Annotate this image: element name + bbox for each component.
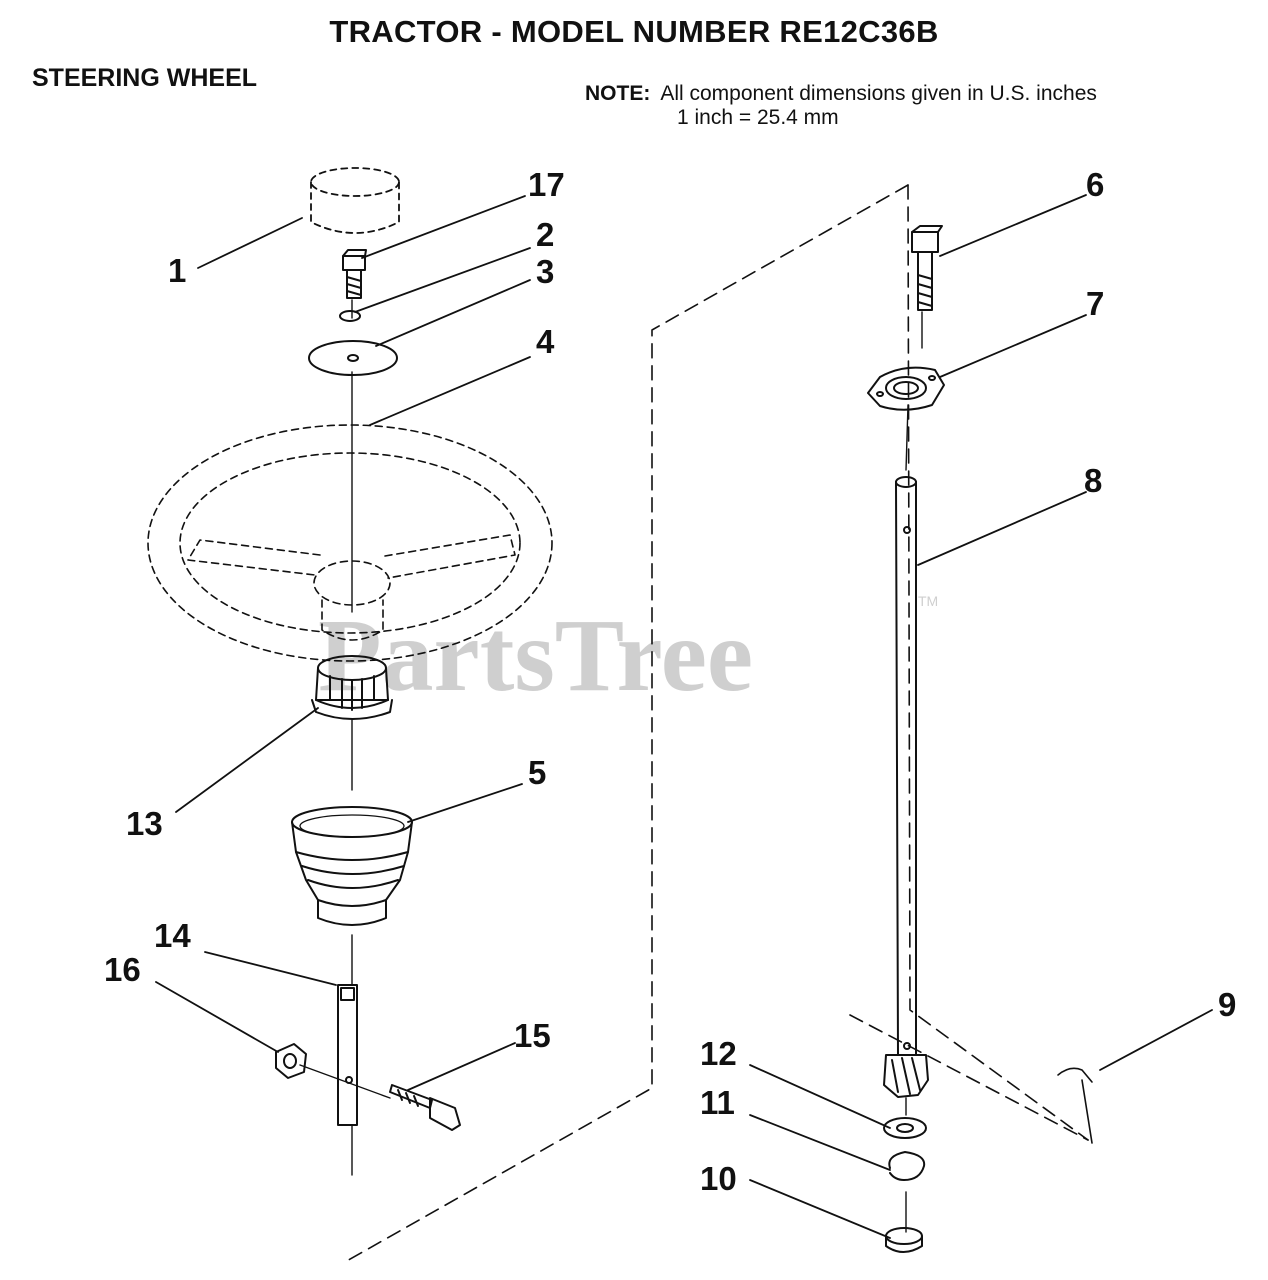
callout-15: 15 [514,1017,551,1054]
callout-12: 12 [700,1035,737,1072]
bracket-9 [1057,1067,1093,1144]
bolt-15 [389,1084,461,1131]
callout-9: 9 [1218,986,1236,1023]
watermark-tm: TM [918,593,938,609]
note-line-2: 1 inch = 25.4 mm [677,106,839,129]
callout-14: 14 [154,917,191,954]
flat-washer-3 [308,340,398,376]
note-line-1: All component dimensions given in U.S. i… [660,82,1097,105]
callout-2: 2 [536,216,554,253]
horn-cap [310,167,400,234]
watermark-text: PartsTree [318,598,753,713]
pinion-gear [883,1054,929,1098]
callout-16: 16 [104,951,141,988]
bolt-17 [342,249,367,299]
steering-shaft-8 [895,476,917,1056]
splined-adapter-13 [311,655,393,720]
dimension-note: NOTE: All component dimensions given in U… [585,82,1097,130]
bushing-10 [885,1227,923,1253]
steering-wheel [147,424,553,662]
bolt-axis [299,1064,391,1099]
flange-bearing-7 [867,366,945,411]
callout-7: 7 [1086,285,1104,322]
callout-11: 11 [700,1084,735,1121]
note-label: NOTE: [585,82,651,105]
callout-5: 5 [528,754,546,791]
callout-6: 6 [1086,166,1104,203]
section-title: STEERING WHEEL [32,64,258,92]
retaining-ring-11 [888,1151,926,1181]
steering-shaft-14 [337,984,358,1126]
callout-1: 1 [168,252,186,289]
callout-13: 13 [126,805,163,842]
nut-16 [275,1043,307,1079]
callout-17: 17 [528,166,565,203]
callout-10: 10 [700,1160,737,1197]
center-axis-right [905,311,923,1233]
steering-boot-5 [291,806,413,926]
lock-washer-2 [339,310,361,322]
assembly-frame [344,184,1089,1263]
callout-3: 3 [536,253,554,290]
bolt-6 [911,225,943,311]
callout-8: 8 [1084,462,1102,499]
leader-lines [155,194,1213,1239]
washer-12 [883,1117,927,1139]
diagram-title: TRACTOR - MODEL NUMBER RE12C36B [329,14,939,49]
callout-4: 4 [536,323,555,360]
